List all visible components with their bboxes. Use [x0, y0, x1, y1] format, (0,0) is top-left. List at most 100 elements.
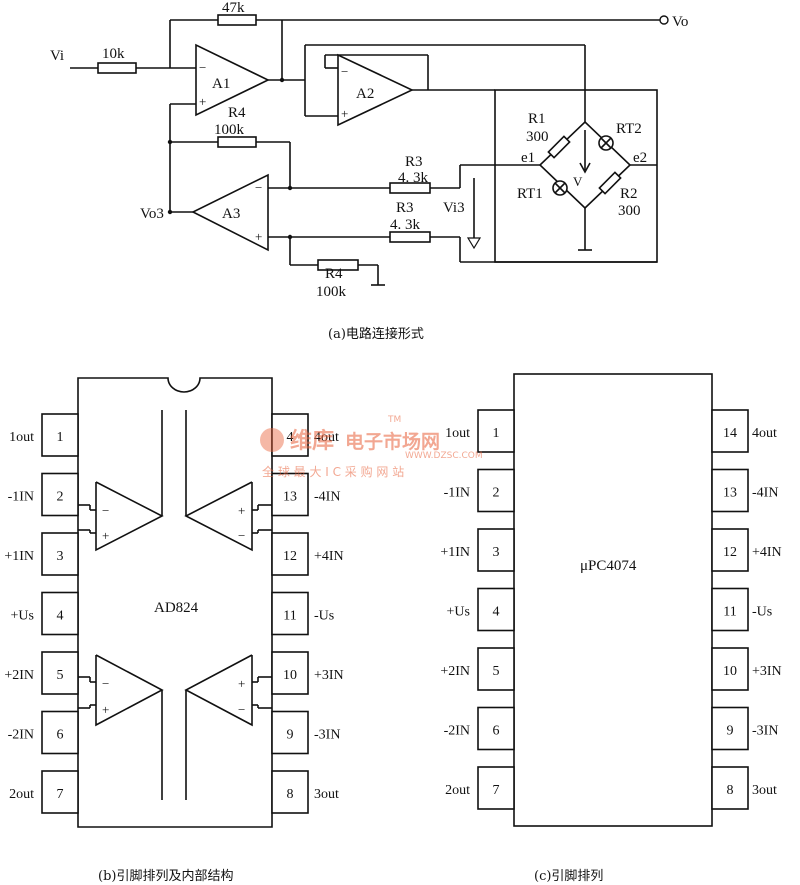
ad824-left-pin-label: +Us — [11, 609, 34, 624]
upc-left-pin-1-box — [477, 409, 515, 453]
ad824-left-pin-6-box — [41, 710, 79, 755]
svg-text:+: + — [238, 503, 245, 518]
ad824-left-pin-2-box — [41, 472, 79, 517]
ad824-left-pin-label: -1IN — [8, 490, 34, 505]
ad824-left-pin-label: -2IN — [8, 728, 34, 743]
r4-bot-label: R4 — [325, 266, 343, 282]
upc-right-pin-number: 10 — [723, 664, 737, 679]
r3-bot-label: R3 — [396, 200, 414, 216]
ad824-right-pin-number: 4 — [287, 430, 294, 445]
watermark-sub: 电子市场网 — [345, 430, 440, 453]
r-in-label: 10k — [102, 46, 125, 62]
ad824-right-pin-number: 8 — [287, 787, 294, 802]
upc-right-pin-label: +3IN — [752, 664, 782, 679]
ad824-right-pin-9-box — [271, 710, 309, 755]
upc-right-pin-label: +4IN — [752, 545, 782, 560]
upc-right-pin-13-box — [711, 468, 749, 513]
upc-left-pin-number: 2 — [493, 486, 500, 501]
ad824-right-pin-10-box — [271, 651, 309, 695]
ad824-left-pin-number: 7 — [57, 787, 64, 802]
ad824-right-pin-8-box — [271, 770, 309, 814]
svg-text:−: − — [238, 702, 245, 717]
ad824-right-pin-13-box — [271, 472, 309, 517]
opamp-a2 — [337, 53, 414, 127]
a3-minus: − — [255, 180, 262, 195]
upc-left-pin-label: 1out — [445, 426, 470, 441]
vi-label: Vi — [50, 48, 64, 64]
chip-ad824: AD824 −+ +− −+ +− 11out2-1IN3+1IN4+Us5+2… — [4, 377, 344, 884]
r4-top-val: 100k — [214, 122, 245, 138]
upc-left-pin-2-box — [477, 468, 515, 513]
upc-right-pin-12-box — [711, 528, 749, 572]
ad824-left-pin-number: 5 — [57, 668, 64, 683]
r2-label: R2 — [620, 186, 638, 202]
upc-right-pin-8-box — [711, 766, 749, 810]
upc-left-pin-label: -2IN — [444, 724, 470, 739]
r4-top-label: R4 — [228, 105, 246, 121]
resistor-r3-bot — [389, 231, 431, 243]
a1-label: A1 — [212, 76, 230, 92]
upc-left-pin-4-box — [477, 587, 515, 632]
ad824-left-pin-number: 3 — [57, 549, 64, 564]
ad824-left-pin-5-box — [41, 651, 79, 695]
ad824-right-pin-4-box — [271, 413, 309, 457]
resistor-r1 — [547, 135, 571, 159]
ad824-right-pin-number: 11 — [283, 609, 296, 624]
caption-c: (c)引脚排列 — [534, 868, 603, 884]
rt1-label: RT1 — [517, 186, 543, 202]
ad824-left-pin-number: 1 — [57, 430, 64, 445]
ad824-right-pin-number: 12 — [283, 549, 297, 564]
a3-plus: + — [255, 229, 262, 244]
upc-left-pin-label: 2out — [445, 783, 470, 798]
r3-top-label: R3 — [405, 154, 423, 170]
a2-minus: − — [341, 64, 348, 79]
upc-left-pin-5-box — [477, 647, 515, 691]
upc4074-name: μPC4074 — [580, 558, 637, 574]
vi3-label: Vi3 — [443, 200, 465, 216]
upc-left-pin-7-box — [477, 766, 515, 810]
ad824-left-pin-3-box — [41, 532, 79, 576]
svg-text:+: + — [102, 528, 109, 543]
upc-right-pin-number: 12 — [723, 545, 737, 560]
r4-bot-val: 100k — [316, 284, 347, 300]
svg-text:+: + — [102, 702, 109, 717]
r-fb-label: 47k — [222, 0, 245, 16]
ad824-left-pin-number: 6 — [57, 728, 64, 743]
watermark-url: WWW.DZSC.COM — [405, 451, 483, 461]
a3-label: A3 — [222, 206, 240, 222]
ad824-right-pin-12-box — [271, 532, 309, 576]
upc-right-pin-label: 3out — [752, 783, 777, 798]
caption-a: (a)电路连接形式 — [328, 326, 424, 342]
upc-left-pin-6-box — [477, 706, 515, 751]
vo-label: Vo — [672, 14, 688, 30]
a2-plus: + — [341, 106, 348, 121]
upc-left-pin-number: 3 — [493, 545, 500, 560]
upc-left-pin-label: -1IN — [444, 486, 470, 501]
svg-text:−: − — [102, 503, 109, 518]
ad824-name: AD824 — [154, 600, 199, 616]
ad824-left-pin-label: 2out — [9, 787, 34, 802]
upc-left-pin-number: 7 — [493, 783, 500, 798]
ad824-right-pin-11-box — [271, 591, 309, 636]
upc-right-pin-11-box — [711, 587, 749, 632]
ad824-right-pin-label: +4IN — [314, 549, 344, 564]
a1-plus: + — [199, 94, 206, 109]
ad824-left-pin-7-box — [41, 770, 79, 814]
ad824-body — [77, 377, 273, 828]
svg-text:+: + — [238, 676, 245, 691]
ad824-right-pin-label: 3out — [314, 787, 339, 802]
r2-val: 300 — [618, 203, 641, 219]
a2-label: A2 — [356, 86, 374, 102]
ad824-left-pin-number: 4 — [57, 609, 64, 624]
upc-left-pin-label: +2IN — [440, 664, 470, 679]
upc-right-pin-number: 9 — [727, 724, 734, 739]
resistor-r2 — [598, 171, 622, 195]
upc-right-pin-number: 13 — [723, 486, 737, 501]
r3-bot-val: 4. 3k — [390, 217, 421, 233]
ad824-left-pin-label: +1IN — [4, 549, 34, 564]
watermark-tm: TM — [387, 415, 401, 425]
resistor-47k — [217, 14, 257, 26]
upc-right-pin-14-box — [711, 409, 749, 453]
upc-right-pin-number: 14 — [723, 426, 737, 441]
